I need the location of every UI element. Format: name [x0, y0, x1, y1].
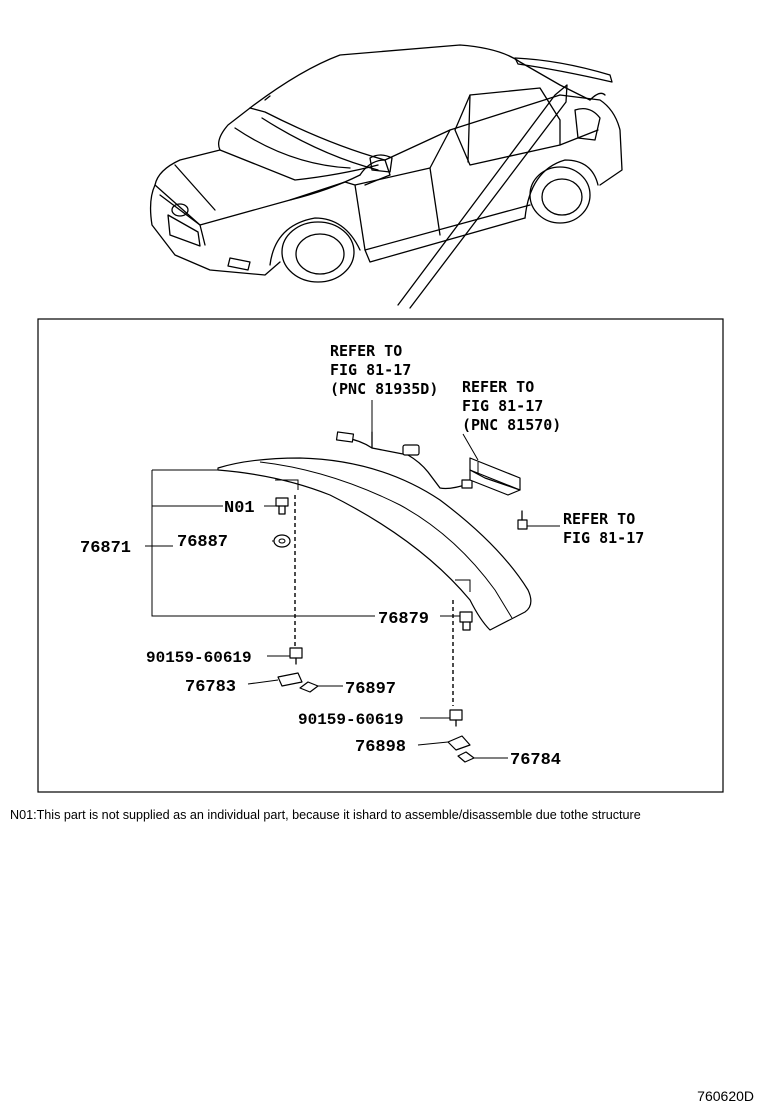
- label-76898: 76898: [355, 738, 406, 757]
- rear-spoiler: [217, 457, 532, 631]
- plate-76784: [457, 751, 475, 763]
- bolt-90159-a: [289, 647, 303, 665]
- callout-refer-2-line-1: REFER TO: [462, 378, 534, 396]
- label-76783: 76783: [185, 678, 236, 697]
- label-90159-60619-a: 90159-60619: [146, 649, 252, 667]
- leader-lines: [145, 400, 560, 759]
- callout-refer-3-line-1: REFER TO: [563, 510, 635, 528]
- callout-refer-1-line-3: (PNC 81935D): [330, 380, 438, 398]
- label-90159-60619-b: 90159-60619: [298, 711, 404, 729]
- gasket-76898: [447, 735, 471, 751]
- stop-lamp: [469, 457, 521, 496]
- lamp-screw: [517, 510, 528, 530]
- callout-refer-1-line-1: REFER TO: [330, 342, 402, 360]
- callout-refer-3-line-2: FIG 81-17: [563, 529, 644, 547]
- footnote: N01:This part is not supplied as an indi…: [10, 808, 641, 822]
- gasket-76783: [277, 672, 303, 687]
- label-76879: 76879: [378, 610, 429, 629]
- car-illustration: [149, 44, 623, 283]
- clip-76879: [459, 611, 473, 631]
- label-76784: 76784: [510, 751, 561, 770]
- callout-refer-2-line-2: FIG 81-17: [462, 397, 543, 415]
- callout-refer-3: REFER TO FIG 81-17: [563, 510, 644, 547]
- lamp-wire: [335, 431, 473, 490]
- bolt-90159-b: [449, 709, 463, 727]
- plate-76897: [299, 681, 319, 693]
- figure-id: 760620D: [697, 1088, 754, 1104]
- callout-refer-2-line-3: (PNC 81570): [462, 416, 561, 434]
- label-n01: N01: [224, 499, 255, 518]
- label-76897: 76897: [345, 680, 396, 699]
- washer-76887: [273, 534, 291, 548]
- label-76871: 76871: [80, 539, 131, 558]
- callout-refer-1-line-2: FIG 81-17: [330, 361, 411, 379]
- label-76887: 76887: [177, 533, 228, 552]
- clip-n01: [275, 497, 289, 515]
- callout-refer-1: REFER TO FIG 81-17 (PNC 81935D): [330, 342, 438, 398]
- callout-refer-2: REFER TO FIG 81-17 (PNC 81570): [462, 378, 561, 434]
- washer-76887-hole: [278, 538, 286, 544]
- detail-frame: [37, 318, 724, 793]
- pointer-arrow: [397, 84, 568, 309]
